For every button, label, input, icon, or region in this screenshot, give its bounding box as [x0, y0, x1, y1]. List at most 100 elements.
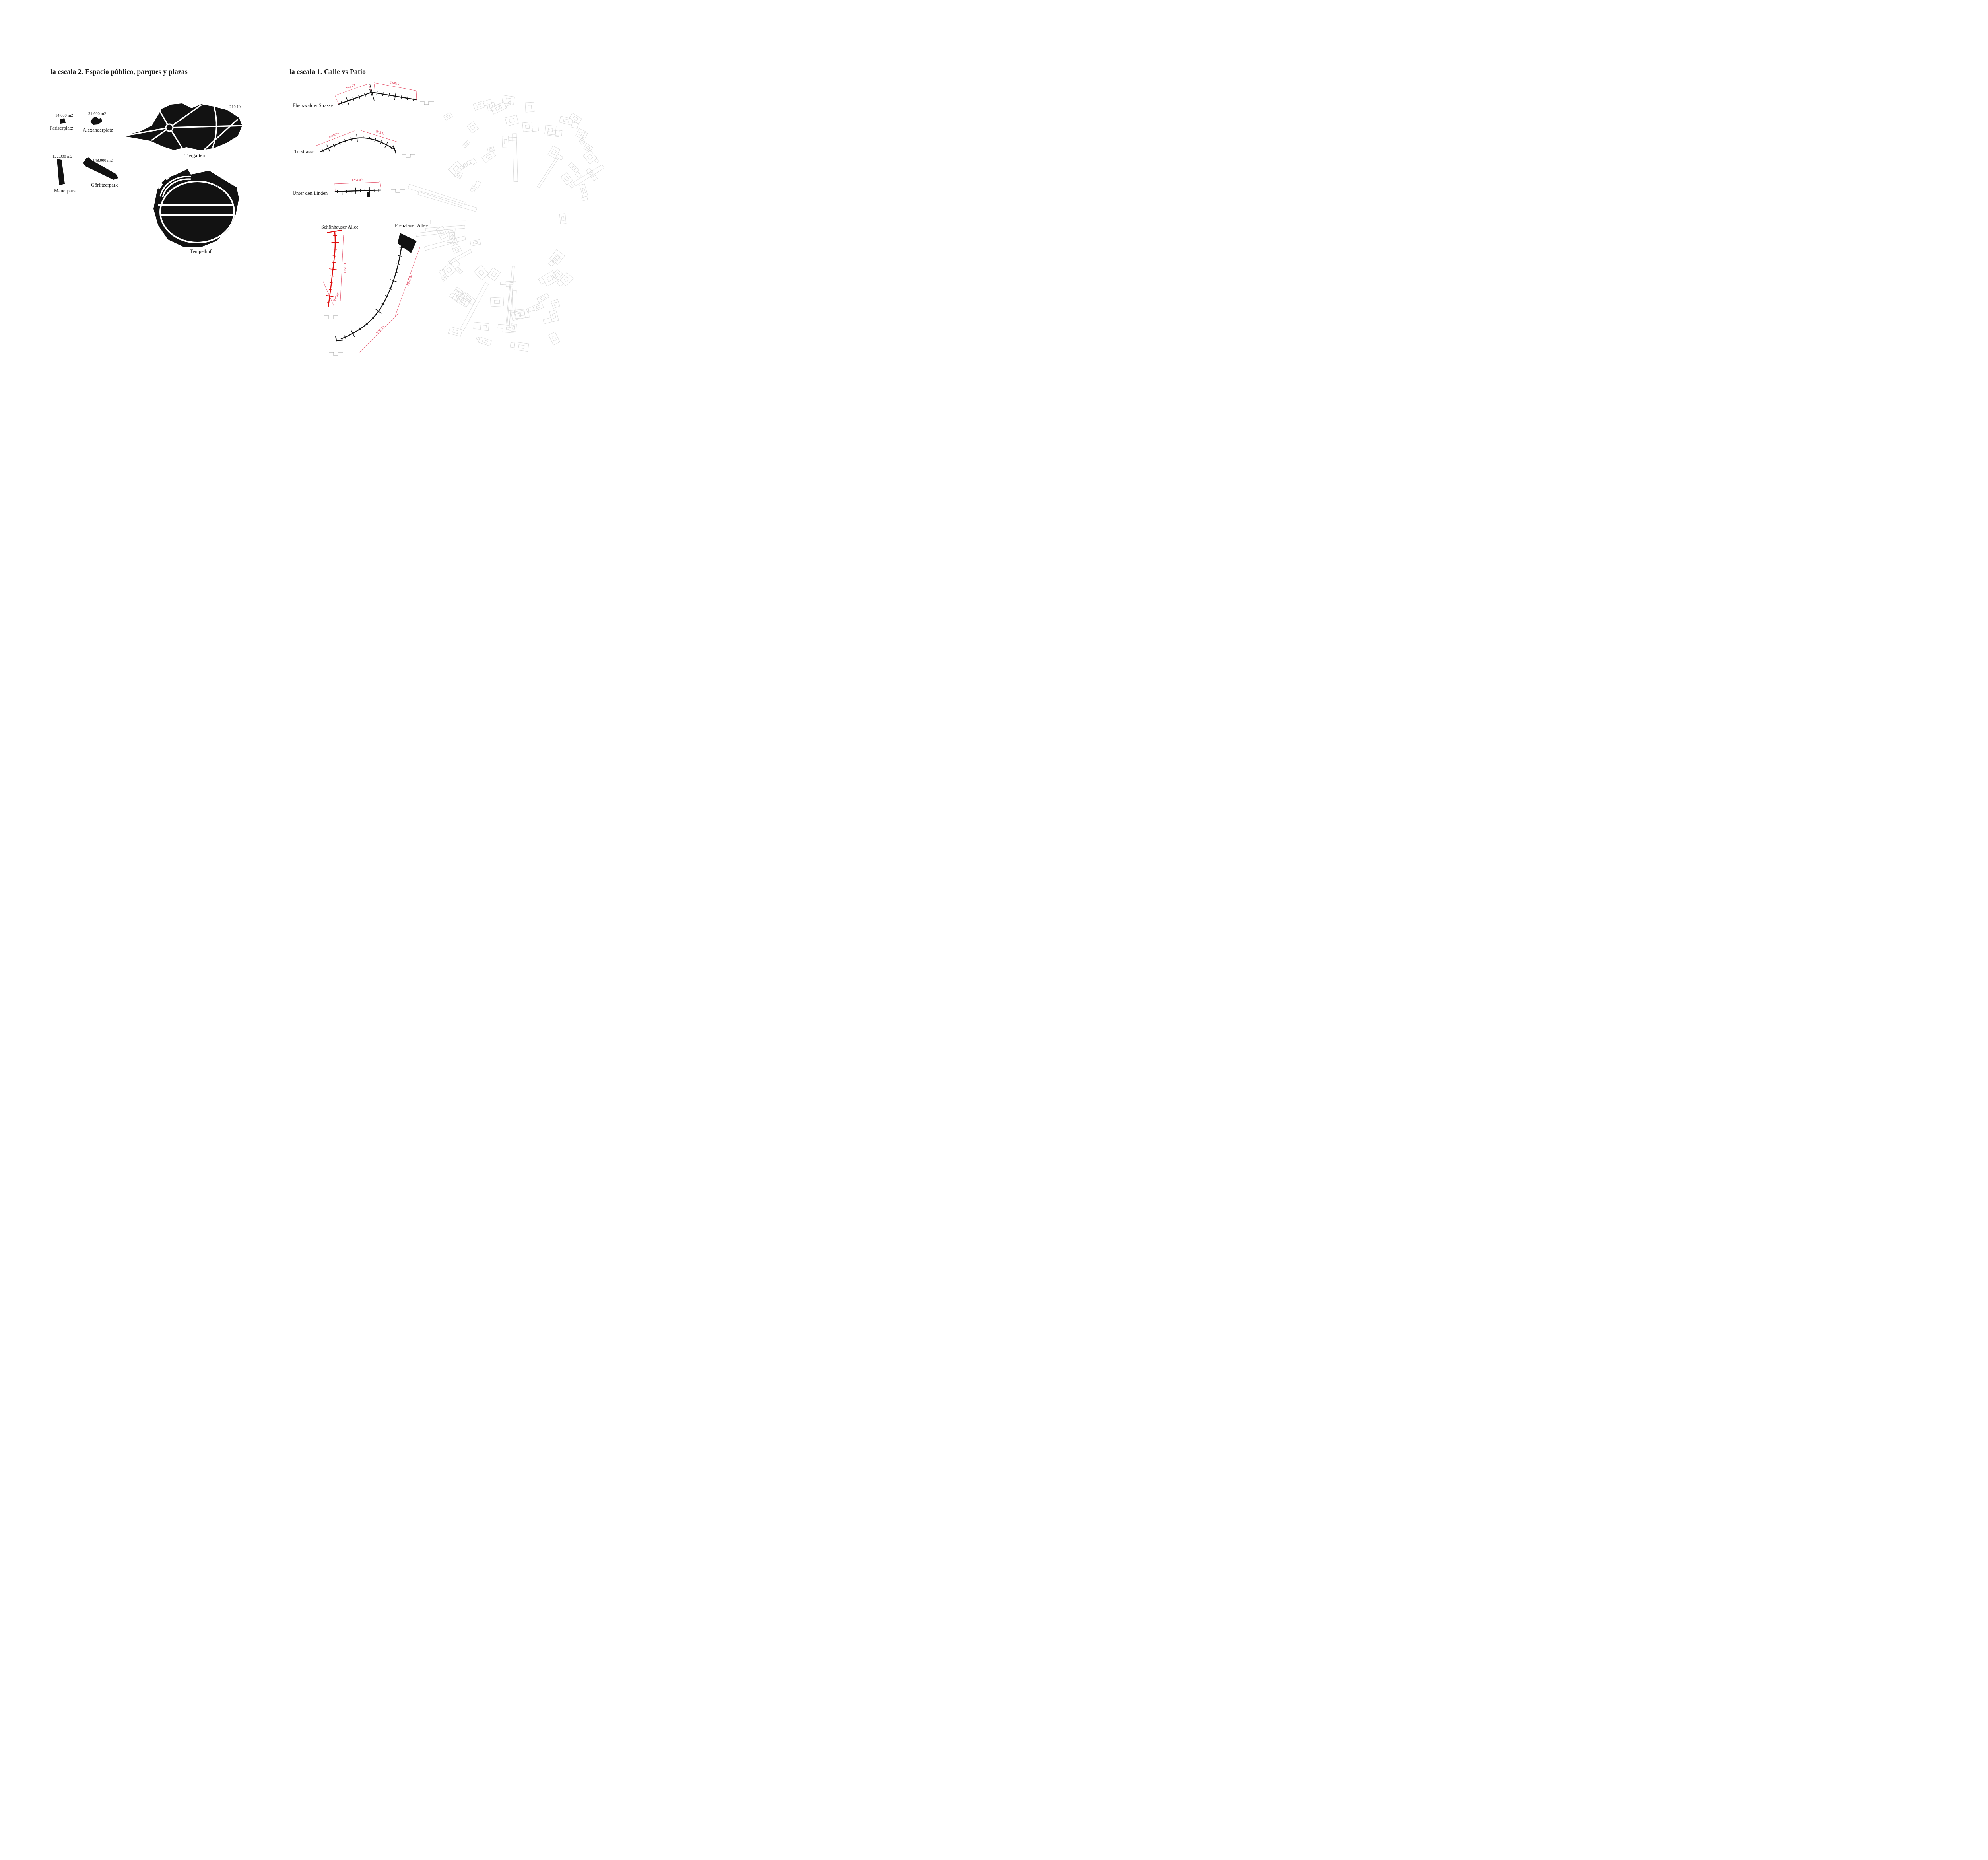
- torstrasse-end-tick: [392, 145, 397, 154]
- tempelhof-label: Tempelhof: [190, 249, 212, 254]
- patio-block: [510, 342, 529, 352]
- patio-block: [544, 125, 563, 136]
- svg-text:1905.66: 1905.66: [406, 274, 413, 286]
- torstrasse-section-symbol: [402, 154, 415, 158]
- schoenhauser-street-line: [328, 231, 336, 307]
- patio-block: [462, 140, 470, 148]
- patio-block: [551, 299, 560, 309]
- patio-block: [448, 229, 458, 245]
- patio-block: [511, 310, 526, 321]
- street-tick: [333, 235, 337, 236]
- street-tick: [364, 93, 366, 97]
- patio-block: [511, 323, 517, 332]
- eberswalder-diagram: 961.02 1180.61: [314, 79, 441, 115]
- patio-block: [476, 336, 492, 346]
- street-tick: [358, 95, 360, 99]
- tempelhof-area-label: 346 Ha: [214, 183, 227, 188]
- patio-block: [508, 309, 530, 319]
- unter-den-linden-dimension-1: 1264.09: [334, 178, 381, 191]
- patio-block: [487, 267, 501, 281]
- patio-block: [579, 138, 586, 145]
- alexanderplatz-shape: [90, 116, 103, 126]
- street-tick: [397, 246, 405, 249]
- patio-block: [552, 269, 563, 281]
- pariserplatz-label: Pariserplatz: [50, 125, 74, 131]
- street-tick: [374, 138, 376, 142]
- unter-den-linden-diagram: 1264.09: [318, 172, 425, 200]
- patio-block: [436, 226, 448, 240]
- patio-block: [490, 101, 511, 115]
- patio-block: [526, 302, 544, 313]
- patio-street-strip: [573, 164, 605, 186]
- patio-block: [454, 286, 476, 305]
- torstrasse-label: Torstrasse: [294, 149, 315, 154]
- patio-block: [568, 162, 582, 178]
- street-tick: [332, 262, 336, 263]
- patio-block: [502, 136, 518, 148]
- prenzlauer-dimension-1: 1905.66: [395, 247, 420, 316]
- patio-block: [443, 112, 453, 121]
- patio-block: [454, 171, 463, 179]
- pariserplatz-area-label: 14.600 m2: [55, 113, 73, 118]
- street-tick: [352, 97, 354, 101]
- eberswalder-dimension-1: 961.02: [335, 83, 371, 105]
- patio-block: [586, 167, 598, 181]
- patio-block: [474, 265, 489, 280]
- patio-block: [448, 326, 463, 337]
- patio-block: [582, 150, 599, 165]
- patio-block: [470, 180, 481, 193]
- street-tick: [338, 141, 341, 145]
- patio-block: [470, 239, 481, 247]
- tiergarten-area-label: 210 Ha: [229, 105, 242, 109]
- eberswalder-label: Eberswalder Strasse: [293, 103, 333, 108]
- pariserplatz-shape: [58, 118, 67, 125]
- patio-block: [559, 213, 567, 224]
- schoenhauser-dimension-1: 1152.11: [340, 234, 347, 301]
- prenzlauer-section-symbol: [329, 352, 343, 356]
- tempelhof-shape: [149, 167, 241, 252]
- patio-street-strip: [537, 157, 558, 189]
- alexanderplatz-polygon: [90, 117, 102, 125]
- patio-block: [497, 324, 515, 333]
- patio-block: [490, 297, 504, 307]
- street-tick: [344, 335, 346, 339]
- patio-block: [449, 258, 463, 274]
- alexanderplatz-label: Alexanderplatz: [83, 127, 113, 133]
- patio-block: [500, 281, 516, 287]
- street-tick: [381, 303, 385, 305]
- street-tick: [351, 330, 355, 337]
- goerlitzerpark-shape: [83, 157, 119, 182]
- prenzlauer-end-hook: [335, 335, 343, 342]
- patio-block: [549, 249, 565, 265]
- prenzlauer-dimension-2: 1690.79: [358, 313, 399, 354]
- unter-den-linden-street-line: [334, 189, 382, 192]
- patio-block: [547, 145, 563, 161]
- parks-section-title: la escala 2. Espacio público, parques y …: [50, 68, 188, 76]
- mauerpark-area-label: 122.000 m2: [52, 155, 73, 159]
- patio-block: [569, 113, 582, 124]
- schoenhauser-top-cross-tick: [327, 229, 342, 233]
- patio-block: [448, 160, 464, 177]
- mauerpark-shape: [54, 159, 67, 187]
- schoenhauser-diagram: 1152.11 998.66: [314, 221, 366, 325]
- patio-block: [538, 270, 558, 287]
- svg-text:1216.94: 1216.94: [328, 131, 340, 139]
- street-tick: [369, 136, 370, 140]
- street-tick: [385, 295, 389, 298]
- street-tick: [371, 316, 375, 319]
- patio-street-strip: [506, 266, 515, 330]
- patio-block: [557, 272, 574, 287]
- patio-block: [575, 128, 588, 139]
- eberswalder-street-line: [338, 91, 417, 105]
- street-tick: [329, 282, 334, 284]
- street-tick: [390, 146, 393, 150]
- svg-text:1264.09: 1264.09: [351, 178, 363, 182]
- street-tick: [394, 92, 396, 100]
- alexanderplatz-area-label: 31.600 m2: [88, 112, 106, 116]
- goerlitzerpark-label: Görlitzerpark: [91, 182, 118, 188]
- street-tick: [390, 279, 397, 282]
- patio-block: [536, 293, 549, 303]
- patio-block: [560, 172, 574, 189]
- torstrasse-dimension-2: 983.11: [360, 129, 398, 142]
- patio-blocks-figure: [408, 86, 605, 360]
